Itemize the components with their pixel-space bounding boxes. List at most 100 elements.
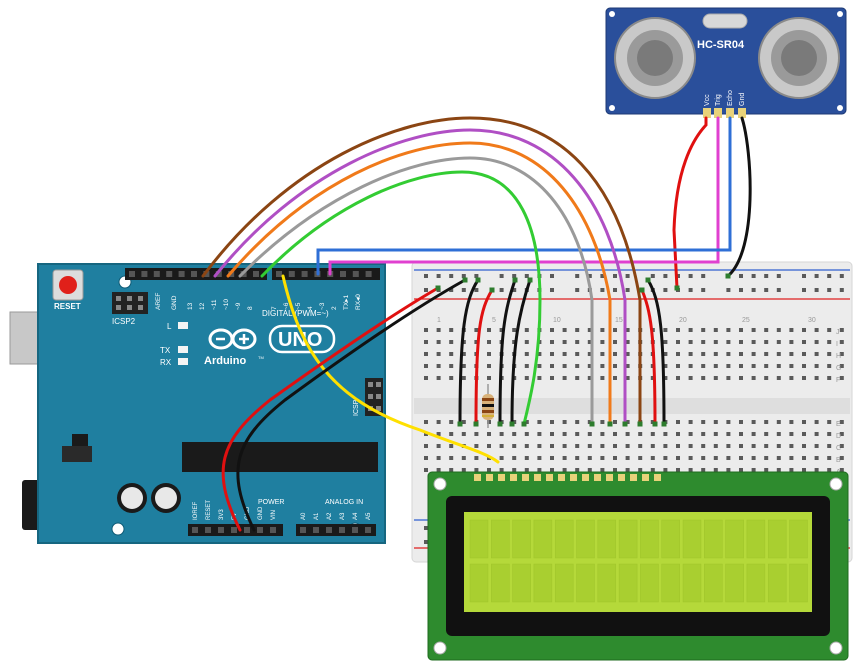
led-l-label: L: [167, 322, 172, 331]
wire-end-pin: [674, 285, 680, 291]
lcd-cell: [554, 519, 574, 559]
breadboard-hole: [839, 432, 844, 436]
breadboard-hole: [814, 352, 819, 356]
breadboard-hole: [726, 420, 731, 424]
breadboard-hole: [461, 352, 466, 356]
breadboard-hole: [613, 328, 617, 332]
breadboard-hole: [688, 328, 693, 332]
breadboard-hole: [764, 288, 769, 292]
breadboard-hole: [739, 456, 743, 460]
breadboard-hole: [587, 376, 592, 380]
wire-end-pin: [473, 421, 479, 427]
breadboard-hole: [789, 432, 794, 436]
uno-badge: [268, 324, 336, 354]
lcd-pin: [474, 474, 481, 481]
breadboard-hole: [776, 444, 781, 448]
breadboard-hole: [726, 288, 731, 292]
breadboard-hole: [789, 352, 794, 356]
breadboard-hole: [587, 444, 592, 448]
wires: [201, 116, 752, 532]
breadboard-hole: [424, 540, 428, 544]
breadboard-hole: [613, 376, 617, 380]
breadboard-hole: [537, 376, 542, 380]
breadboard-hole: [537, 444, 542, 448]
breadboard-hole: [688, 352, 693, 356]
breadboard-hole: [461, 364, 466, 368]
breadboard-hole: [839, 340, 844, 344]
breadboard-hole: [449, 468, 454, 472]
breadboard-hole: [436, 468, 441, 472]
digital-pin-label: 2: [331, 306, 338, 310]
breadboard-hole: [827, 274, 832, 278]
breadboard-hole: [449, 420, 454, 424]
breadboard-hole: [701, 468, 706, 472]
breadboard-hole: [713, 328, 718, 332]
arduino-logo-text: Arduino: [204, 355, 246, 367]
header-pin: [339, 527, 345, 533]
crystal-oscillator: [702, 13, 748, 29]
breadboard-hole: [625, 444, 630, 448]
breadboard-hole: [575, 340, 580, 344]
breadboard-hole: [524, 328, 529, 332]
breadboard-hole: [814, 364, 819, 368]
breadboard-hole: [663, 274, 668, 278]
breadboard-hole: [814, 444, 819, 448]
jumper-black-2: [498, 278, 517, 426]
breadboard-hole: [701, 274, 706, 278]
breadboard-hole: [650, 274, 655, 278]
breadboard-hole: [827, 468, 832, 472]
breadboard-hole: [550, 328, 554, 332]
breadboard-hole: [461, 432, 466, 436]
breadboard-hole: [499, 456, 504, 460]
breadboard-hole: [739, 364, 743, 368]
breadboard-hole: [701, 432, 706, 436]
header-pin: [231, 527, 237, 533]
lcd-cell: [725, 563, 744, 603]
breadboard-hole: [424, 456, 428, 460]
breadboard-hole: [487, 364, 491, 368]
header-pin: [244, 527, 250, 533]
analog-pin-label: A4: [353, 512, 359, 520]
wire-power-red: [221, 286, 440, 532]
breadboard-hole: [663, 456, 668, 460]
breadboard-hole: [739, 328, 743, 332]
breadboard-hole: [839, 274, 844, 278]
breadboard-row-h: H: [836, 353, 841, 360]
breadboard-hole: [600, 468, 605, 472]
breadboard-hole: [802, 468, 806, 472]
breadboard-hole: [802, 432, 806, 436]
breadboard-hole: [688, 340, 693, 344]
breadboard-hole: [537, 420, 542, 424]
wire-end-pin: [457, 421, 463, 427]
header-pin: [253, 271, 259, 277]
breadboard-hole: [839, 328, 844, 332]
breadboard-col-20: 20: [679, 317, 687, 324]
breadboard-hole: [676, 456, 680, 460]
header-pin: [166, 271, 173, 277]
lcd-cell: [469, 563, 489, 603]
wire-end-pin: [645, 277, 651, 283]
breadboard-hole: [726, 364, 731, 368]
digital-pin-label: 13: [187, 302, 194, 310]
lcd-pin: [594, 474, 601, 481]
header-pin: [313, 527, 319, 533]
header-pin: [192, 527, 198, 533]
breadboard-hole: [575, 456, 580, 460]
breadboard-hole: [739, 274, 743, 278]
breadboard-hole: [638, 432, 643, 436]
digital-pin-label: TX▸1: [343, 294, 350, 310]
breadboard-hole: [688, 456, 693, 460]
breadboard-hole: [550, 364, 554, 368]
breadboard-hole: [764, 444, 769, 448]
icsp-label: ICSP: [353, 399, 360, 416]
lcd-cell: [640, 563, 659, 603]
breadboard-hole: [524, 364, 529, 368]
header-pin: [129, 271, 135, 277]
breadboard-hole: [625, 288, 630, 292]
analog-pin-label: A0: [301, 512, 307, 520]
header-pin: [215, 271, 222, 277]
reset-button-cap[interactable]: [59, 276, 77, 294]
breadboard-hole: [663, 432, 668, 436]
breadboard-hole: [562, 444, 567, 448]
breadboard-hole: [562, 420, 567, 424]
